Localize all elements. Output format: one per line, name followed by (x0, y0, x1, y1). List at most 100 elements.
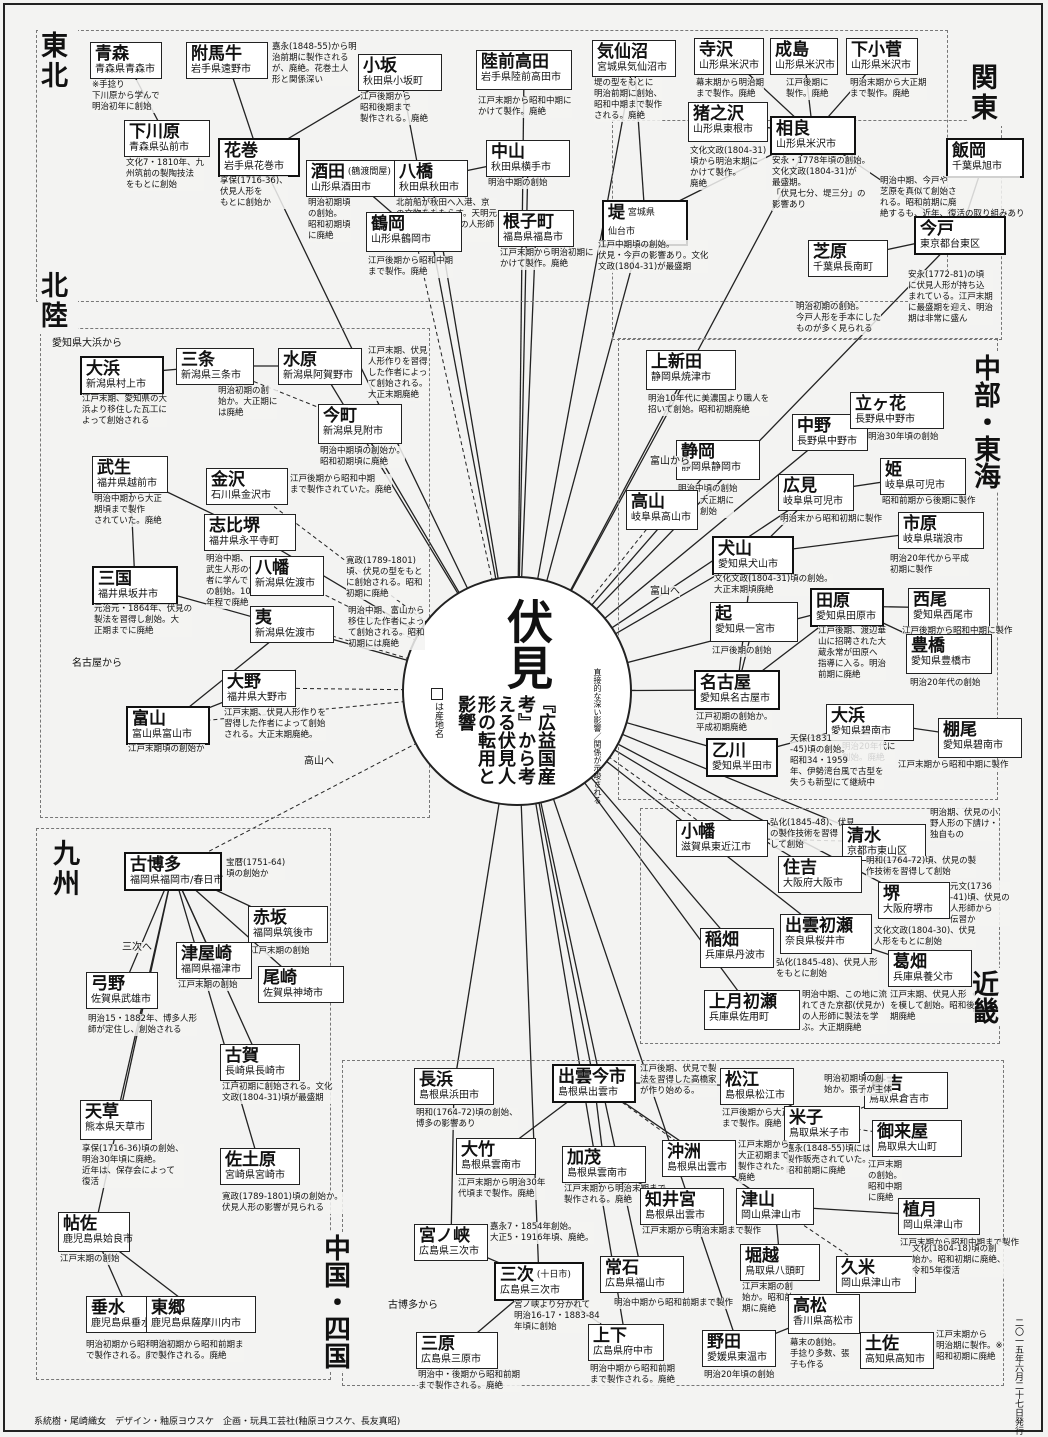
node-name-text: 寺沢 (699, 40, 733, 60)
node-ozaki: 尾崎佐賀県神埼市 (258, 966, 344, 1003)
node-name-text: 富山 (132, 709, 166, 729)
node-note: 明治中期の創始 (488, 178, 548, 189)
node-inuyama: 犬山愛知県犬山市 (712, 536, 794, 575)
node-name: 出雲今市 (558, 1068, 631, 1087)
node-name-text: 青森 (95, 44, 129, 64)
node-izumoimaichi: 出雲今市島根県出雲市 (552, 1064, 636, 1103)
node-location: 愛知県犬山市 (718, 559, 778, 570)
node-note: 明治20年代の創始 (910, 678, 981, 689)
node-location: 福岡県筑後市 (253, 928, 313, 939)
node-kuzuhata: 葛畑兵庫県養父市 (888, 950, 972, 987)
node-location: 新潟県佐渡市 (255, 628, 315, 639)
node-name-text: 大野 (227, 672, 261, 692)
node-name: 上下 (593, 1327, 660, 1346)
node-name: 乙川 (712, 742, 773, 761)
node-name: 夷 (255, 609, 330, 628)
node-note: 江戸末期から明治末期まで製作 (642, 1226, 762, 1237)
node-name-text: 帖佐 (63, 1214, 97, 1234)
node-tanao: 棚尾愛知県碧南市 (938, 718, 1022, 758)
node-note: 江戸末期の創始 (250, 946, 310, 957)
node-name-text: 宮ノ峡 (419, 1226, 470, 1246)
region-box-kinki (640, 808, 1000, 1044)
node-name-text: 起 (715, 604, 732, 624)
node-name: 米子 (789, 1109, 856, 1128)
region-box-chubu (618, 338, 998, 800)
node-name: 津山 (741, 1191, 810, 1210)
node-note: 明和(1764-72)頃の創始、 博多の影響あり (416, 1108, 518, 1130)
node-yonago: 米子鳥取県米子市 (784, 1106, 860, 1143)
node-note: 江戸末期から明治初期に かけて製作。廃絶 (500, 248, 594, 270)
node-horikoshi: 堀越鳥取県八頭町 (740, 1244, 820, 1281)
node-name-text: 下小菅 (851, 40, 902, 60)
node-location: 岐阜県高山市 (631, 512, 691, 523)
node-location: 山形県米沢市 (776, 139, 836, 150)
node-name: 芝原 (813, 243, 884, 262)
node-note: 宮ノ峡より分かれて 明治16-17・1883-84 年頃に創始 (514, 1300, 600, 1333)
node-note: 江戸末期から 明治期に製作。※ 昭和初期に廃絶 (936, 1330, 1003, 1363)
region-label-chubu: 中部・東海 (966, 352, 1002, 491)
node-location: 高知県高知市 (865, 1354, 925, 1365)
node-note: 嘉永(1848-55)頃には 製作販売されていた。 昭和前期に廃絶 (786, 1144, 871, 1177)
node-name: 八幡 (255, 559, 320, 578)
node-imamachi: 今町新潟県見附市 (318, 404, 402, 444)
node-toyama: 富山富山県富山市 (126, 706, 210, 745)
region-box-kyushu (36, 828, 331, 1380)
node-name-text: 植月 (903, 1200, 937, 1220)
node-location: 東京都台東区 (920, 239, 980, 250)
node-tategahana: 立ヶ花長野県中野市 (850, 392, 944, 429)
node-location: 岩手県陸前高田市 (481, 72, 561, 83)
node-name-text: 飯岡 (952, 141, 986, 161)
spoke-noda (516, 690, 740, 1349)
node-name: 今戸 (920, 220, 1001, 239)
node-name: 立ヶ花 (855, 395, 940, 414)
node-name: 相良 (776, 120, 851, 139)
node-name: 八橋 (399, 163, 464, 182)
node-location: 鳥取県大山町 (877, 1142, 937, 1153)
node-iioka: 飯岡千葉県旭市 (946, 138, 1024, 178)
node-name: 大竹 (461, 1141, 532, 1160)
node-name-text: 下川原 (129, 122, 180, 142)
node-note: 江戸末期の創始 (60, 1254, 120, 1265)
node-note: 江戸初期の創始か。 平成初期廃絶 (696, 712, 773, 734)
node-name-text: 根子町 (503, 212, 554, 232)
node-note: 江戸末期から昭和中期に かけて製作。廃絶 (478, 96, 572, 118)
node-note: 江戸末期から明治30年 代頃まで製作。廃絶 (458, 1178, 546, 1200)
node-name-text: 高山 (631, 492, 665, 512)
node-name: 清水 (847, 827, 922, 846)
hub-title: 伏見 (500, 598, 554, 690)
node-note: ※手捻り 下川原から学んで 明治初年に創始 (92, 80, 160, 113)
node-name-text: 犬山 (718, 539, 752, 559)
node-location: 石川県金沢市 (211, 490, 271, 501)
node-name-sub: 宮城県 仙台市 (608, 208, 655, 237)
node-name: 久米 (841, 1259, 912, 1278)
node-tsuneishi: 常石広島県福山市 (600, 1256, 684, 1293)
node-name: 赤坂 (253, 909, 324, 928)
node-shimokosuge: 下小菅山形県米沢市 (846, 38, 918, 75)
node-location: 兵庫県佐用町 (709, 1012, 769, 1023)
node-name-text: 名古屋 (700, 673, 751, 693)
node-name-text: 気仙沼 (597, 42, 648, 62)
node-name-text: 野田 (707, 1332, 741, 1352)
node-gokuraiya: 御来屋鳥取県大山町 (872, 1120, 962, 1157)
node-location: 大阪府大阪市 (783, 878, 843, 889)
node-nakayama: 中山秋田県横手市 (486, 140, 570, 177)
node-name-text: 夷 (255, 608, 272, 628)
page-frame (3, 3, 1043, 1432)
node-location: 広島県三次市 (500, 1285, 560, 1296)
node-akasaka: 赤坂福岡県筑後市 (248, 906, 328, 943)
node-nishio: 西尾愛知県西尾市 (908, 588, 990, 628)
node-location: 山形県米沢市 (699, 60, 759, 71)
node-name: 佐土原 (225, 1151, 296, 1170)
node-note: 文化文政(1804-30)、伏見 人形をもとに創始 (874, 926, 976, 948)
node-name: 成島 (775, 41, 834, 60)
node-note: 嘉永7・1854年創始。 大正5・1916年頃、廃絶。 (490, 1222, 594, 1244)
node-location: 福岡県福岡市/春日市 (130, 875, 224, 886)
node-note: 昭和前期から後期に製作 (882, 496, 976, 507)
node-location: 新潟県村上市 (86, 379, 146, 390)
node-note: 江戸末期から昭和中期に製作 (898, 760, 1009, 771)
node-name: 三次 (十日市) (500, 1266, 579, 1285)
node-location: 広島県三次市 (419, 1246, 479, 1257)
node-name-text: 三条 (181, 350, 215, 370)
node-note: 明治15・1882年、博多人形 師が定住し、創始される (88, 1014, 197, 1036)
